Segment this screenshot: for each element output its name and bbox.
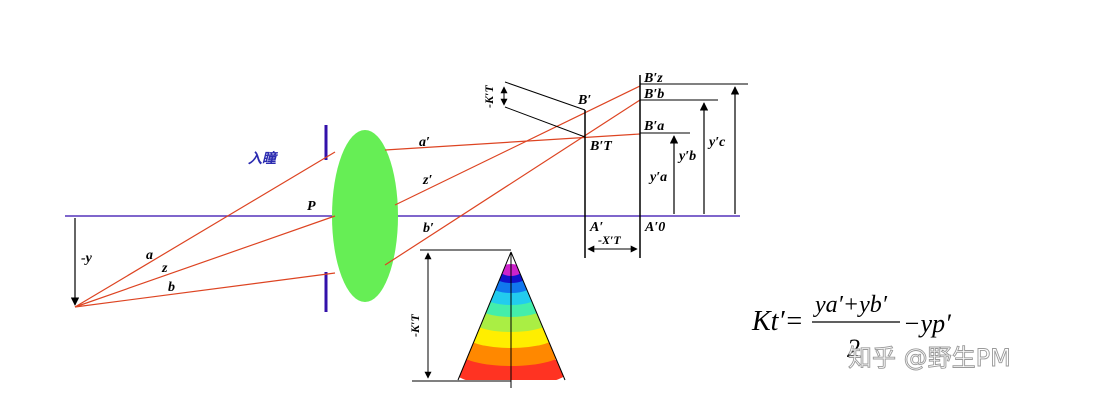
entrance-pupil-label: 入瞳 <box>248 150 279 167</box>
lens <box>332 130 398 302</box>
ray-a <box>74 151 336 308</box>
neg-y-label: -y <box>81 251 93 266</box>
neg-k-prime-t-cone-label: -K′T <box>408 314 422 337</box>
formula-lhs: Kt′= <box>751 306 803 337</box>
a-prime-label: A′ <box>589 220 603 235</box>
b-prime-a-label: B′a <box>643 119 664 134</box>
ray-z-prime-label: z′ <box>422 173 432 188</box>
neg-x-prime-t-label: -X′T <box>598 233 621 247</box>
neg-k-prime-t-top-label: -K′T <box>482 85 496 108</box>
cone-left-edge <box>457 251 512 381</box>
ray-a-label: a <box>146 248 153 263</box>
watermark: 知乎 @野生PM <box>848 344 1011 372</box>
b-prime-line <box>504 81 586 111</box>
ray-b-label: b <box>168 280 175 295</box>
b-prime-z-label: B′z <box>643 71 663 86</box>
ray-b-prime-label: b′ <box>423 221 434 236</box>
b-prime-t-label: B′T <box>589 139 613 154</box>
coma-formula: Kt′= ya′+yb′ 2 −yp′ <box>751 292 951 363</box>
ray-b-prime <box>384 99 641 266</box>
y-prime-c-label: y′c <box>707 135 726 150</box>
b-prime-t-line <box>504 106 586 138</box>
formula-denominator: 2 <box>847 334 860 363</box>
ray-a-prime-label: a′ <box>419 135 430 150</box>
formula-numerator: ya′+yb′ <box>813 292 888 318</box>
b-prime-label: B′ <box>577 93 591 108</box>
ray-b <box>74 272 336 308</box>
ray-z <box>74 215 336 308</box>
a-prime-0-label: A′0 <box>644 220 665 235</box>
y-prime-b-label: y′b <box>677 149 696 164</box>
point-p-label: P <box>307 199 316 214</box>
ray-a-prime <box>384 133 641 151</box>
ray-z-label: z <box>161 261 168 276</box>
b-prime-b-label: B′b <box>643 87 664 102</box>
cone-right-edge <box>510 251 566 381</box>
y-prime-a-label: y′a <box>648 170 667 185</box>
formula-rhs: −yp′ <box>903 309 951 338</box>
ray-z-prime <box>394 85 641 206</box>
